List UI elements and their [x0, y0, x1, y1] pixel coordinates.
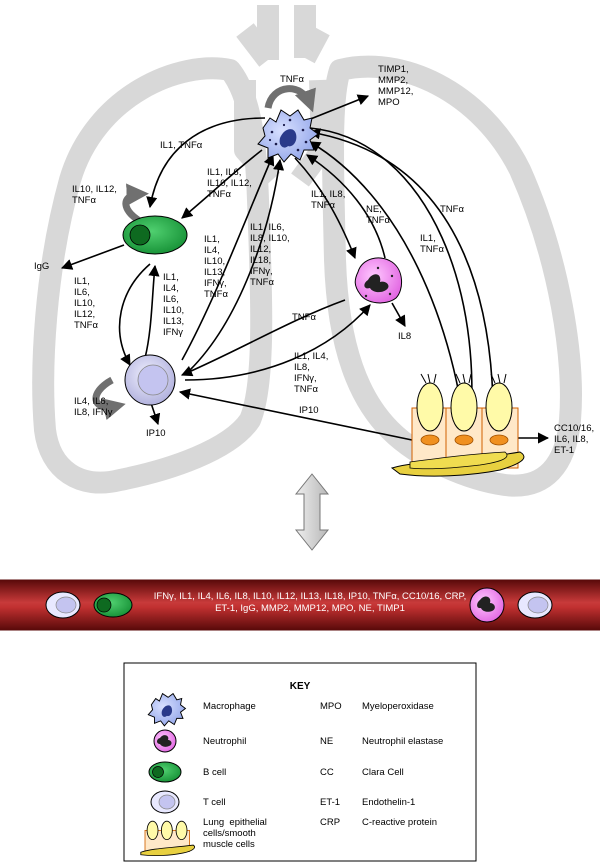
key-label-tcell: T cell: [203, 797, 226, 808]
label-neut-to-mac: NE, TNFα: [366, 204, 390, 226]
arrow-neut-to-il8: [391, 302, 406, 327]
label-bcell-self: IL10, IL12, TNFα: [72, 184, 117, 206]
key-neutrophil-icon: [153, 729, 177, 753]
lung-outline: [32, 5, 582, 497]
tcell-self-loop: [92, 376, 126, 421]
key-label-neutrophil: Neutrophil: [203, 736, 247, 747]
epithelial-smooth-muscle-cells: [390, 373, 525, 477]
key-label-bcell: B cell: [203, 767, 227, 778]
arrow-mac-to-products: [307, 94, 370, 121]
label-neut-to-tcell: TNFα: [292, 312, 316, 323]
igg-label: IgG: [34, 261, 50, 272]
neutrophil-cell: [354, 257, 402, 304]
interaction-arrows: [60, 94, 550, 461]
key-full-cc: Clara Cell: [362, 767, 404, 778]
key-box: [123, 662, 477, 862]
ip10-tcell-label: IP10: [146, 428, 166, 439]
arrow-tcell-to-bcell: [144, 264, 160, 359]
vessel-neutrophil: [469, 587, 505, 623]
key-abbr-cc: CC: [320, 767, 334, 778]
t-cell: [124, 354, 176, 406]
label-epi-out: CC10/16, IL6, IL8, ET-1: [554, 423, 595, 456]
key-epithelial-icon: [140, 820, 196, 857]
arrow-mac-to-neut: [294, 157, 357, 260]
arrow-mac-to-bcell: [146, 117, 266, 209]
blood-vessel: [0, 579, 600, 631]
label-tcell-to-mac-a: IL1, IL4, IL10, IL13, IFNγ, TNFα: [204, 234, 228, 300]
key-label-epithelial: Lung epithelial cells/smooth muscle cell…: [203, 817, 267, 850]
label-mac-to-bcell: IL1, TNFα: [160, 140, 203, 151]
key-full-mpo: Myeloperoxidase: [362, 701, 434, 712]
key-abbr-ne: NE: [320, 736, 334, 747]
vessel-bcell: [93, 592, 133, 618]
key-bcell-icon: [148, 761, 182, 783]
arrow-tcell-to-mac-a: [181, 153, 275, 361]
key-macrophage-icon: [147, 692, 187, 727]
label-tcell-to-neut: IL1, IL4, IL8, IFNγ, TNFα: [294, 351, 329, 395]
key-title: KEY: [289, 681, 311, 692]
key-full-ne: Neutrophil elastase: [362, 736, 444, 747]
key-abbr-mpo: MPO: [320, 701, 342, 712]
key-abbr-crp: CRP: [320, 817, 341, 828]
vessel-tcell-right: [517, 591, 553, 619]
label-tcell-to-mac-b: IL1, IL6, IL8, IL10, IL12, IL18, IFNγ, T…: [250, 222, 290, 288]
key-tcell-icon: [150, 790, 180, 814]
macrophage-self-loop: [264, 85, 316, 113]
arrow-tcell-to-mac-b: [189, 158, 285, 371]
macrophage-cell: [257, 109, 319, 163]
key-full-crp: C-reactive protein: [362, 817, 437, 828]
vessel-tcell-left: [45, 591, 81, 619]
label-mac-to-neut: IL1, IL8, TNFα: [311, 189, 346, 211]
label-tcell-to-bcell: IL1, IL4, IL6, IL10, IL13, IFNγ: [163, 272, 185, 338]
arrow-epi-to-tcell: [178, 388, 413, 441]
double-headed-arrow: [294, 473, 330, 551]
label-mac-to-bcell-2: IL1, IL6, IL10, IL12, TNFα: [207, 167, 252, 200]
arrow-neut-to-tcell: [180, 299, 346, 377]
arrow-bcell-to-igg: [60, 244, 125, 270]
arrow-neut-to-mac: [306, 154, 386, 259]
vessel-mediators-text: IFNγ, IL1, IL4, IL6, IL8, IL10, IL12, IL…: [153, 591, 467, 614]
label-epi-to-mac-a: IL1, TNFα: [420, 233, 444, 255]
label-bcell-to-tcell: IL1, IL6, IL10, IL12, TNFα: [74, 276, 98, 331]
arrow-tcell-to-neut: [184, 304, 371, 381]
arrow-bcell-to-tcell: [118, 263, 151, 366]
label-epi-to-mac-b: TNFα: [440, 204, 464, 215]
label-epi-to-tcell: IP10: [299, 405, 319, 416]
arrow-mac-to-bcell-2: [181, 149, 263, 219]
key-abbr-et1: ET-1: [320, 797, 341, 808]
key-full-et1: Endothelin-1: [362, 797, 416, 808]
macrophage-products-label: TIMP1, MMP2, MMP12, MPO: [378, 64, 414, 108]
key-label-macrophage: Macrophage: [203, 701, 256, 712]
label-tcell-self: IL4, IL6, IL8, IFNγ: [74, 396, 113, 418]
macrophage-self-label: TNFα: [280, 74, 304, 85]
b-cell: [122, 215, 188, 255]
il8-label: IL8: [398, 331, 412, 342]
